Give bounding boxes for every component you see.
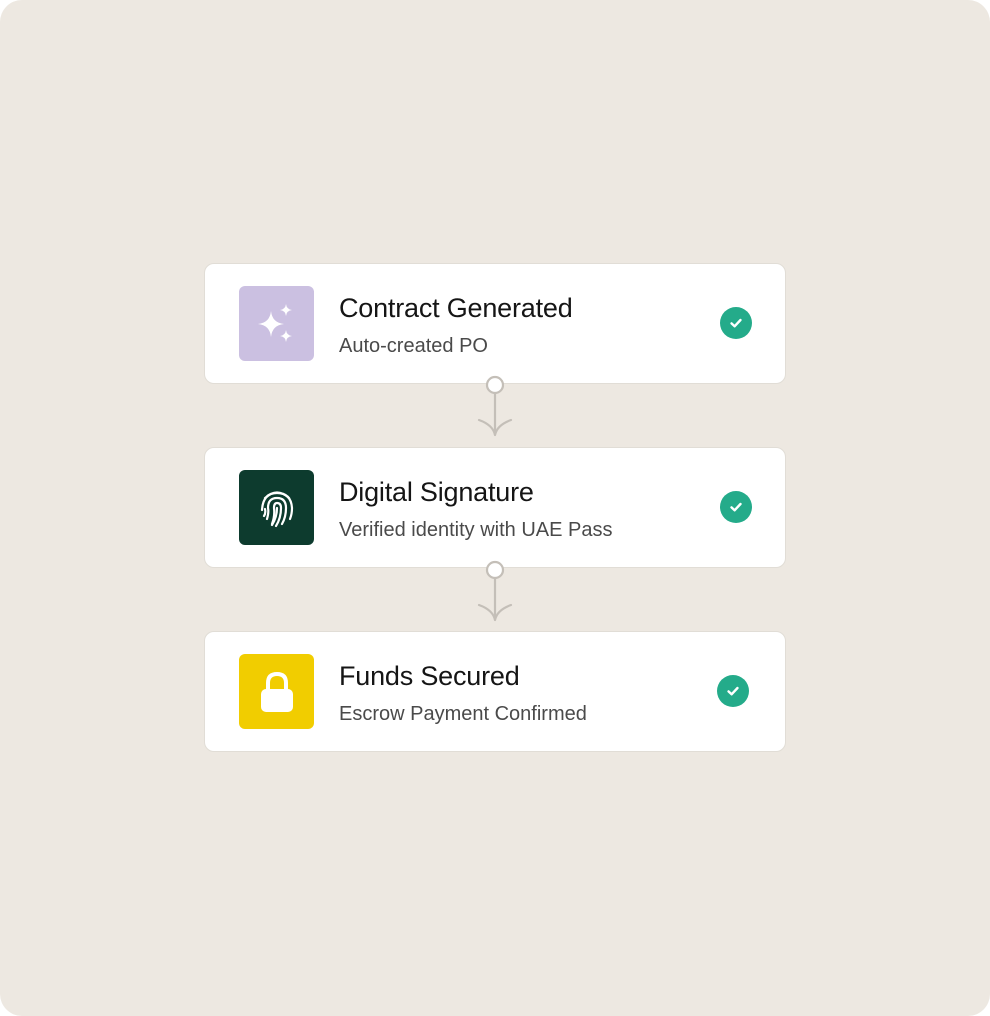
check-circle-icon — [717, 675, 749, 707]
step-connector-arrow — [474, 374, 516, 438]
check-circle-icon — [720, 491, 752, 523]
step-subtitle: Verified identity with UAE Pass — [339, 519, 613, 541]
lock-icon — [255, 668, 299, 716]
step-title: Contract Generated — [339, 293, 573, 323]
step-connector-arrow — [474, 559, 516, 623]
step-title: Digital Signature — [339, 477, 534, 507]
check-circle-icon — [720, 307, 752, 339]
step-card-digital-signature[interactable]: Digital Signature Verified identity with… — [204, 447, 786, 568]
step-subtitle: Escrow Payment Confirmed — [339, 703, 587, 725]
step-title: Funds Secured — [339, 661, 520, 691]
step-icon-box — [239, 470, 314, 545]
step-subtitle: Auto-created PO — [339, 335, 488, 357]
step-icon-box — [239, 654, 314, 729]
step-card-funds-secured[interactable]: Funds Secured Escrow Payment Confirmed — [204, 631, 786, 752]
step-card-contract-generated[interactable]: Contract Generated Auto-created PO — [204, 263, 786, 384]
step-icon-box — [239, 286, 314, 361]
sparkle-icon — [255, 302, 299, 346]
fingerprint-icon — [255, 486, 299, 530]
